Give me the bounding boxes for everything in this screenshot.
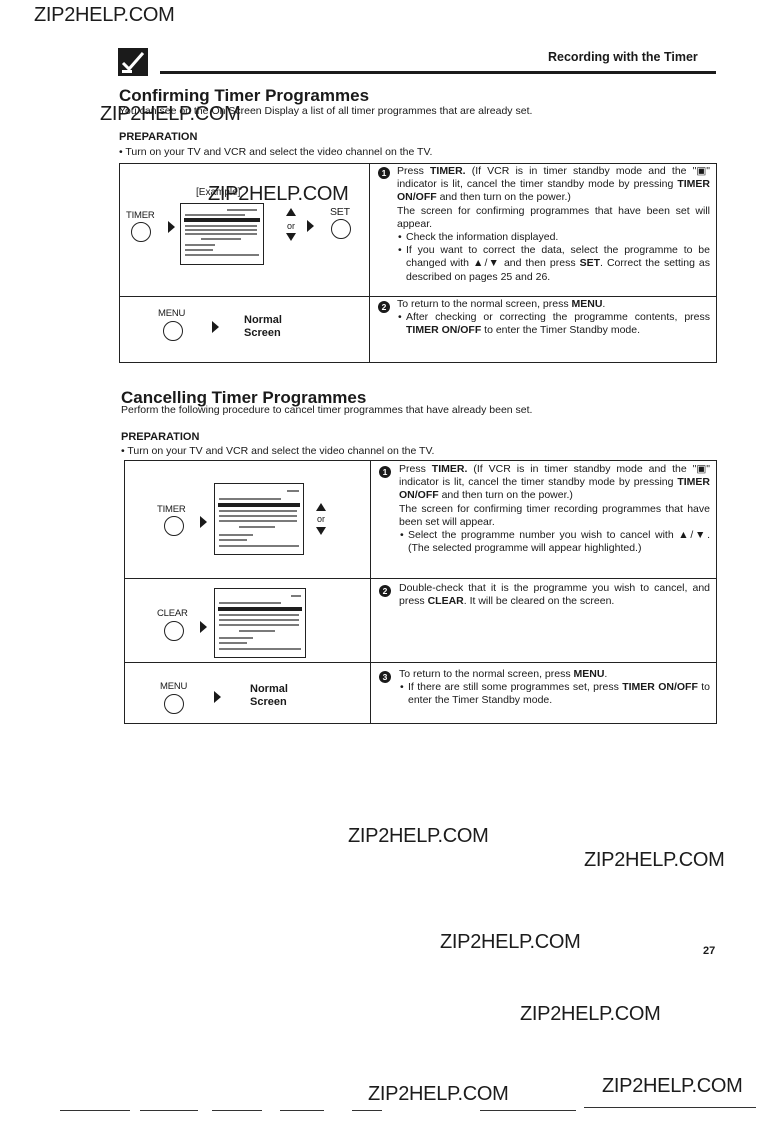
down-arrow-icon [316,527,326,535]
cancel-step2-text: Double-check that it is the programme yo… [399,582,710,608]
step-number: 1 [379,466,391,478]
or-label: or [287,221,296,231]
watermark-text: ZIP2HELP.COM [208,183,349,205]
watermark-text: ZIP2HELP.COM [100,103,241,125]
watermark-text: ZIP2HELP.COM [34,4,175,26]
cancel-preparation-label: PREPARATION [121,431,200,443]
step-number: 3 [379,671,391,683]
watermark-text: ZIP2HELP.COM [602,1075,743,1097]
arrow-right-icon [214,691,221,703]
arrow-right-icon [307,220,314,232]
scan-artifact [352,1110,382,1111]
scan-artifact [212,1110,262,1111]
normal-screen-label: Normal Screen [244,314,282,339]
confirm-title: Confirming Timer Programmes [119,86,370,105]
cancel-steps-box [124,460,717,724]
timer-list-screen [214,588,306,658]
normal-screen-label: Normal Screen [250,683,288,708]
timer-list-screen [214,483,304,555]
confirm-steps-box [119,163,717,363]
cancel-column-divider [370,460,371,724]
timer-list-screen [180,203,264,265]
watermark-text: ZIP2HELP.COM [440,931,581,953]
page-number: 27 [703,945,716,957]
menu-button-label: MENU [158,308,186,319]
step-number: 2 [378,301,390,313]
step-number: 2 [379,585,391,597]
checkmark-tv-icon [118,48,148,76]
step-number: 1 [378,167,390,179]
cancel-title: Cancelling Timer Programmes [121,388,367,407]
scan-artifact [280,1110,324,1111]
confirm-step2-text: To return to the normal screen, press ME… [397,298,710,338]
header-rule [160,71,716,74]
confirm-column-divider [369,163,370,363]
watermark-text: ZIP2HELP.COM [348,825,489,847]
scan-artifact [140,1110,198,1111]
confirm-preparation-label: PREPARATION [119,131,198,143]
timer-button[interactable] [164,516,184,536]
menu-button[interactable] [164,694,184,714]
set-button[interactable] [331,219,351,239]
menu-button-label: MENU [160,681,188,692]
scan-artifact [584,1107,756,1108]
example-label: [Example] [196,187,241,198]
watermark-text: ZIP2HELP.COM [368,1083,509,1105]
cancel-preparation-text: • Turn on your TV and VCR and select the… [121,445,435,457]
menu-button[interactable] [163,321,183,341]
up-arrow-icon [316,503,326,511]
arrow-right-icon [168,221,175,233]
scan-artifact [480,1110,576,1111]
cancel-divider-1 [124,578,717,579]
section-header-title: Recording with the Timer [548,50,698,64]
arrow-right-icon [212,321,219,333]
confirm-divider [119,296,717,297]
up-arrow-icon [286,208,296,216]
confirm-preparation-text: • Turn on your TV and VCR and select the… [119,146,433,158]
timer-button-label: TIMER [157,504,186,515]
watermark-text: ZIP2HELP.COM [584,849,725,871]
watermark-text: ZIP2HELP.COM [520,1003,661,1025]
cancel-step1-text: Press TIMER. (If VCR is in timer standby… [399,463,710,555]
timer-button-label: TIMER [126,210,155,221]
arrow-right-icon [200,516,207,528]
confirm-intro: You can see on the On Screen Display a l… [119,105,533,117]
confirm-step1-text: Press TIMER. (If VCR is in timer standby… [397,165,710,284]
arrow-right-icon [200,621,207,633]
timer-button[interactable] [131,222,151,242]
cancel-step3-text: To return to the normal screen, press ME… [399,668,710,708]
or-label: or [317,514,326,524]
down-arrow-icon [286,233,296,241]
cancel-divider-2 [124,662,717,663]
cancel-intro: Perform the following procedure to cance… [121,404,533,416]
scan-artifact [60,1110,130,1111]
clear-button[interactable] [164,621,184,641]
set-button-label: SET [330,206,350,218]
clear-button-label: CLEAR [157,608,188,619]
